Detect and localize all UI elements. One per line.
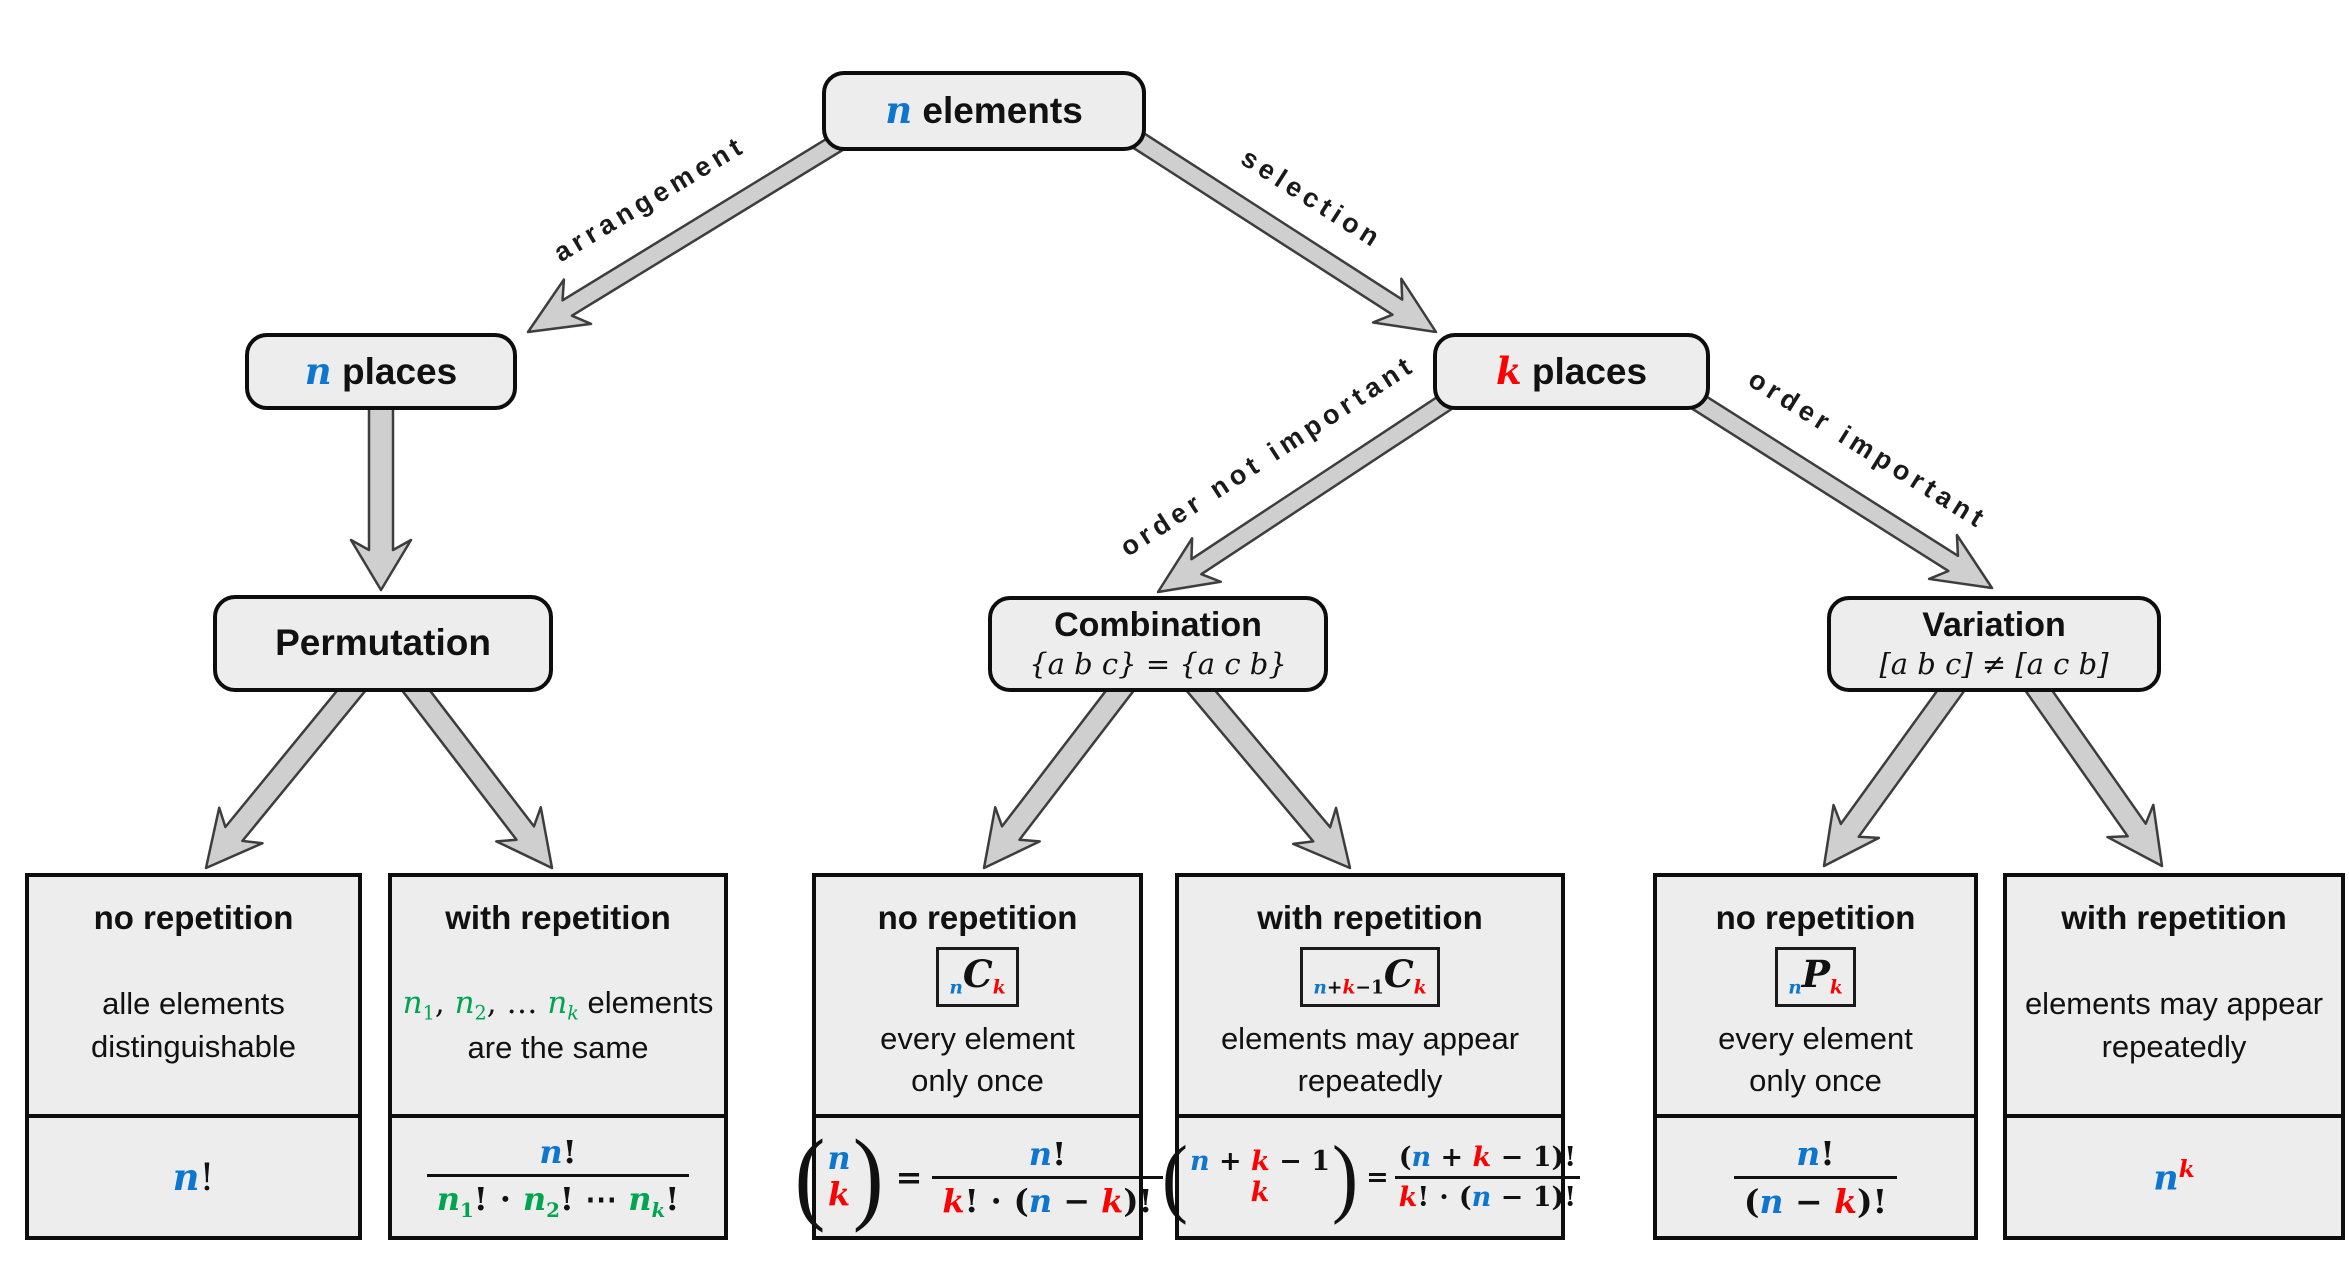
formula-combination-repetition: (n + k − 1)! k! ⋅ (n − 1)! bbox=[1394, 1142, 1581, 1213]
leaf-header: with repetition bbox=[2061, 899, 2287, 936]
formula-n-power-k: nk bbox=[2153, 1155, 2195, 1199]
combination-to-with-rep-arrow bbox=[1182, 671, 1352, 870]
node-n-elements-label: n elements bbox=[885, 88, 1083, 133]
leaf-desc-line: elements may appear bbox=[2024, 985, 2324, 1021]
order-important-arrow bbox=[1685, 389, 1994, 590]
variation-notation: [a b c] ≠ [a c b] bbox=[1879, 646, 2109, 681]
node-combination-label: Combination bbox=[1054, 606, 1262, 645]
equals-sign: = bbox=[895, 1158, 923, 1196]
leaf-desc-line: every element bbox=[880, 1020, 1075, 1056]
formula-variation: n! (n − k)! bbox=[1733, 1134, 1898, 1221]
leaf-combination-no-repetition: no repetition nCk every element only onc… bbox=[795, 873, 1163, 1240]
arrangement-arrow bbox=[526, 126, 856, 334]
leaf-combination-with-repetition: with repetition n+k−1Ck elements may app… bbox=[1162, 873, 1581, 1240]
combination-to-no-rep-arrow bbox=[982, 672, 1138, 870]
selection-arrow bbox=[1123, 126, 1438, 334]
node-n-places-label: n places bbox=[304, 348, 458, 393]
leaf-description-cell: no repetition alle elements distinguisha… bbox=[29, 877, 358, 1118]
node-variation: Variation [a b c] ≠ [a c b] bbox=[1827, 596, 2161, 692]
formula-combination: n! k! ⋅ (n − k)! bbox=[932, 1135, 1163, 1220]
variation-to-no-rep-arrow bbox=[1822, 670, 1971, 868]
permutation-to-with-rep-arrow bbox=[398, 672, 554, 870]
leaf-desc-line: n1, n2, … nk elements bbox=[402, 984, 714, 1025]
leaf-description-cell: with repetition n+k−1Ck elements may app… bbox=[1179, 877, 1561, 1118]
node-n-elements: n elements bbox=[822, 71, 1146, 151]
leaf-desc-line: repeatedly bbox=[1297, 1063, 1443, 1099]
notation-nCk: nCk bbox=[936, 947, 1019, 1007]
leaf-formula-cell: nk bbox=[2007, 1118, 2341, 1236]
leaf-desc-line: elements may appear bbox=[1220, 1020, 1520, 1056]
leaf-desc-line: only once bbox=[1749, 1063, 1882, 1099]
leaf-permutation-no-repetition: no repetition alle elements distinguisha… bbox=[25, 873, 362, 1240]
leaf-description-cell: with repetition n1, n2, … nk elements ar… bbox=[392, 877, 724, 1118]
leaf-desc-line: only once bbox=[911, 1063, 1044, 1099]
leaf-formula-cell: n! (n − k)! bbox=[1657, 1118, 1974, 1236]
leaf-formula-cell: n! n1! ⋅ n2! ⋯ nk! bbox=[392, 1118, 724, 1236]
node-n-places: n places bbox=[245, 333, 517, 410]
variation-to-with-rep-arrow bbox=[2019, 670, 2164, 868]
leaf-header: no repetition bbox=[1715, 899, 1916, 936]
leaf-description-cell: no repetition nPk every element only onc… bbox=[1657, 877, 1974, 1118]
leaf-description-cell: no repetition nCk every element only onc… bbox=[816, 877, 1139, 1118]
node-variation-label: Variation bbox=[1922, 606, 2066, 645]
leaf-header: with repetition bbox=[445, 899, 671, 936]
leaf-header: with repetition bbox=[1257, 899, 1483, 936]
leaf-variation-with-repetition: with repetition elements may appear repe… bbox=[2003, 873, 2345, 1240]
leaf-header: no repetition bbox=[93, 899, 294, 936]
leaf-description-cell: with repetition elements may appear repe… bbox=[2007, 877, 2341, 1118]
leaf-desc-line: distinguishable bbox=[90, 1028, 297, 1064]
node-permutation: Permutation bbox=[213, 595, 553, 692]
leaf-desc-line: repeatedly bbox=[2101, 1028, 2247, 1064]
node-combination: Combination {a b c} = {a c b} bbox=[988, 596, 1328, 692]
leaf-permutation-with-repetition: with repetition n1, n2, … nk elements ar… bbox=[388, 873, 728, 1240]
leaf-header: no repetition bbox=[877, 899, 1078, 936]
notation-nPk: nPk bbox=[1775, 947, 1856, 1007]
leaf-desc-line: every element bbox=[1718, 1020, 1913, 1056]
leaf-desc-line: are the same bbox=[467, 1029, 649, 1065]
node-k-places: k places bbox=[1433, 333, 1710, 410]
order-not-important-arrow bbox=[1156, 389, 1459, 594]
equals-sign: = bbox=[1366, 1161, 1389, 1193]
leaf-formula-cell: n! bbox=[29, 1118, 358, 1236]
combination-notation: {a b c} = {a c b} bbox=[1029, 646, 1287, 681]
n-places-to-permutation-arrow bbox=[349, 398, 413, 592]
formula-n-factorial: n! bbox=[172, 1155, 215, 1199]
notation-n+k-1Ck: n+k−1Ck bbox=[1300, 947, 1440, 1007]
node-permutation-label: Permutation bbox=[275, 622, 491, 664]
leaf-variation-no-repetition: no repetition nPk every element only onc… bbox=[1653, 873, 1978, 1240]
leaf-desc-line: alle elements bbox=[102, 985, 285, 1021]
node-k-places-label: k places bbox=[1495, 348, 1648, 393]
permutation-to-no-rep-arrow bbox=[204, 671, 370, 870]
formula-multinomial: n! n1! ⋅ n2! ⋯ nk! bbox=[426, 1133, 690, 1221]
